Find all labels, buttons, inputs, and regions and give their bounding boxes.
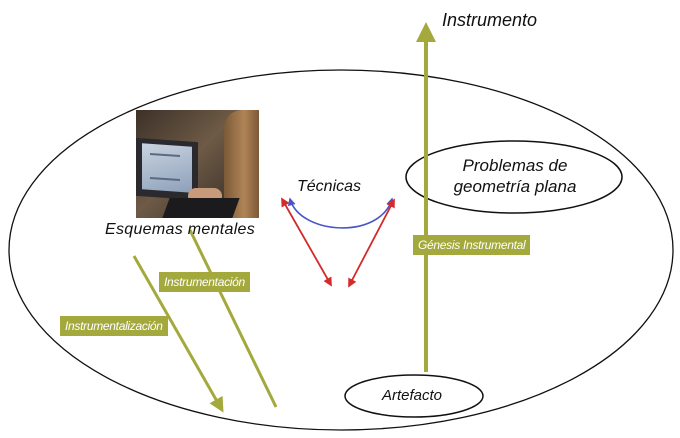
instrumentacion-tag: Instrumentación bbox=[159, 272, 250, 292]
red-arrow-right bbox=[348, 198, 395, 288]
problemas-label-line2: geometría plana bbox=[453, 177, 577, 196]
red-arrow-left bbox=[281, 197, 332, 287]
problemas-label-line1: Problemas de bbox=[462, 156, 568, 175]
artefacto-ellipse bbox=[344, 374, 484, 418]
instrumentacion-arrow bbox=[188, 229, 278, 408]
instrumentalizacion-tag: Instrumentalización bbox=[60, 316, 168, 336]
outer-ellipse bbox=[8, 69, 674, 431]
tecnicas-curve-arrow bbox=[287, 197, 395, 229]
instrumento-label: Instrumento bbox=[442, 10, 538, 30]
student-laptop-photo bbox=[136, 110, 259, 218]
artefacto-label: Artefacto bbox=[382, 387, 443, 404]
esquemas-label: Esquemas mentales bbox=[105, 221, 256, 238]
tecnicas-label: Técnicas bbox=[297, 178, 362, 195]
instrumentalizacion-arrow bbox=[132, 255, 224, 413]
genesis-tag: Génesis Instrumental bbox=[413, 235, 531, 255]
problemas-ellipse bbox=[405, 140, 623, 214]
